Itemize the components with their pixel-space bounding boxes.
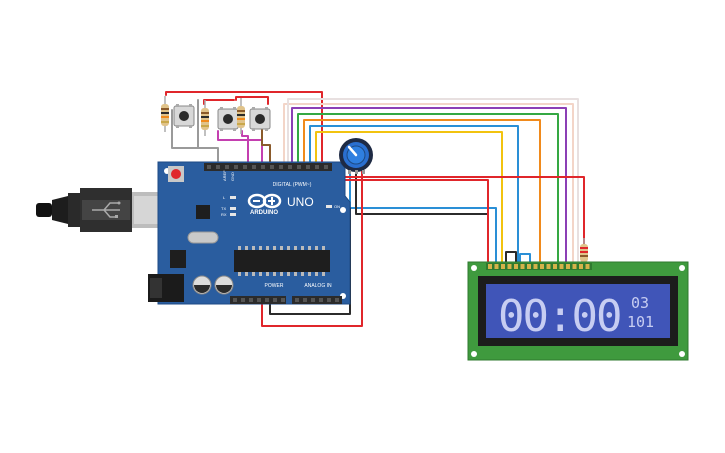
- lcd-big-time: 00:00: [498, 291, 620, 342]
- wire-pot-wiper[interactable]: [349, 169, 497, 263]
- analog-header-label: ANALOG IN: [304, 283, 332, 289]
- aref-label: AREF: [222, 170, 227, 181]
- dc-jack-icon[interactable]: [148, 274, 184, 302]
- resistor-2[interactable]: [201, 100, 209, 136]
- potentiometer-icon[interactable]: [339, 138, 373, 174]
- wire-light[interactable]: [287, 98, 579, 263]
- lcd-line1-small: 03: [631, 294, 649, 312]
- wire-pot-gnd[interactable]: [355, 169, 489, 263]
- tx-label: TX: [221, 206, 226, 211]
- wire-blue[interactable]: [309, 125, 519, 263]
- atmega-chip: [234, 250, 330, 272]
- wire-black-lcd[interactable]: [505, 251, 517, 263]
- rx-label: RX: [221, 212, 227, 217]
- resistor-3[interactable]: [237, 98, 245, 134]
- pushbutton-2[interactable]: [217, 107, 239, 131]
- wire-blue-lcd[interactable]: [519, 253, 531, 263]
- analog-header[interactable]: [292, 296, 342, 304]
- reset-button[interactable]: [168, 166, 184, 182]
- wires: [165, 91, 585, 327]
- power-analog-pin-holes: [233, 298, 339, 302]
- chip-pins: [238, 246, 325, 276]
- wire-red-link[interactable]: [203, 99, 235, 105]
- lcd-pin-row: [486, 263, 592, 270]
- on-label: ON: [334, 204, 340, 209]
- pushbutton-1[interactable]: [173, 104, 195, 128]
- wire-brown[interactable]: [261, 128, 271, 166]
- wire-white[interactable]: [283, 103, 574, 263]
- capacitors: [192, 275, 234, 295]
- wire-orange[interactable]: [303, 119, 541, 263]
- wire-purple[interactable]: [291, 107, 567, 263]
- usb-chip: [196, 205, 210, 219]
- resistor-1[interactable]: [161, 96, 169, 132]
- digital-pin-holes: [207, 165, 328, 169]
- digital-header[interactable]: [204, 163, 332, 171]
- arduino-infinity-logo-icon: [247, 193, 282, 209]
- power-header-label: POWER: [265, 283, 284, 289]
- tx-rx-leds: TX RX L ON: [221, 195, 340, 217]
- lcd-screen: [486, 284, 670, 338]
- resistor-4[interactable]: [580, 238, 588, 266]
- wire-red-lcd[interactable]: [329, 171, 489, 263]
- wire-red-link-2[interactable]: [235, 96, 269, 105]
- resistor-group: [161, 96, 588, 266]
- lcd-line2-small: 101: [627, 313, 654, 331]
- pushbutton-3[interactable]: [249, 107, 271, 131]
- wire-gray[interactable]: [171, 109, 219, 166]
- wire-green[interactable]: [297, 113, 559, 263]
- usb-connector-icon: [80, 188, 132, 232]
- wire-yellow[interactable]: [315, 131, 503, 263]
- mount-hole: [340, 207, 346, 213]
- wire-red-backlight[interactable]: [331, 176, 585, 251]
- brand-label: ARDUINO: [250, 210, 278, 216]
- l-label: L: [223, 195, 226, 200]
- wire-pink[interactable]: [217, 130, 263, 166]
- digital-header-label: DIGITAL (PWM~): [273, 182, 312, 188]
- voltage-regulator: [170, 250, 186, 268]
- pushbutton-group: [173, 104, 271, 131]
- arduino-uno-board[interactable]: DIGITAL (PWM~) AREF GND TX RX L ON ARDUI…: [148, 161, 351, 305]
- wire-pot-5v[interactable]: [261, 169, 363, 327]
- lcd-mount-holes: [471, 265, 685, 357]
- lcd-16x2[interactable]: 00:00 03 101: [467, 261, 689, 361]
- crystal: [187, 231, 219, 244]
- wire-pink-2[interactable]: [241, 130, 249, 166]
- gnd-label: GND: [230, 172, 235, 181]
- board-name: UNO: [287, 195, 314, 209]
